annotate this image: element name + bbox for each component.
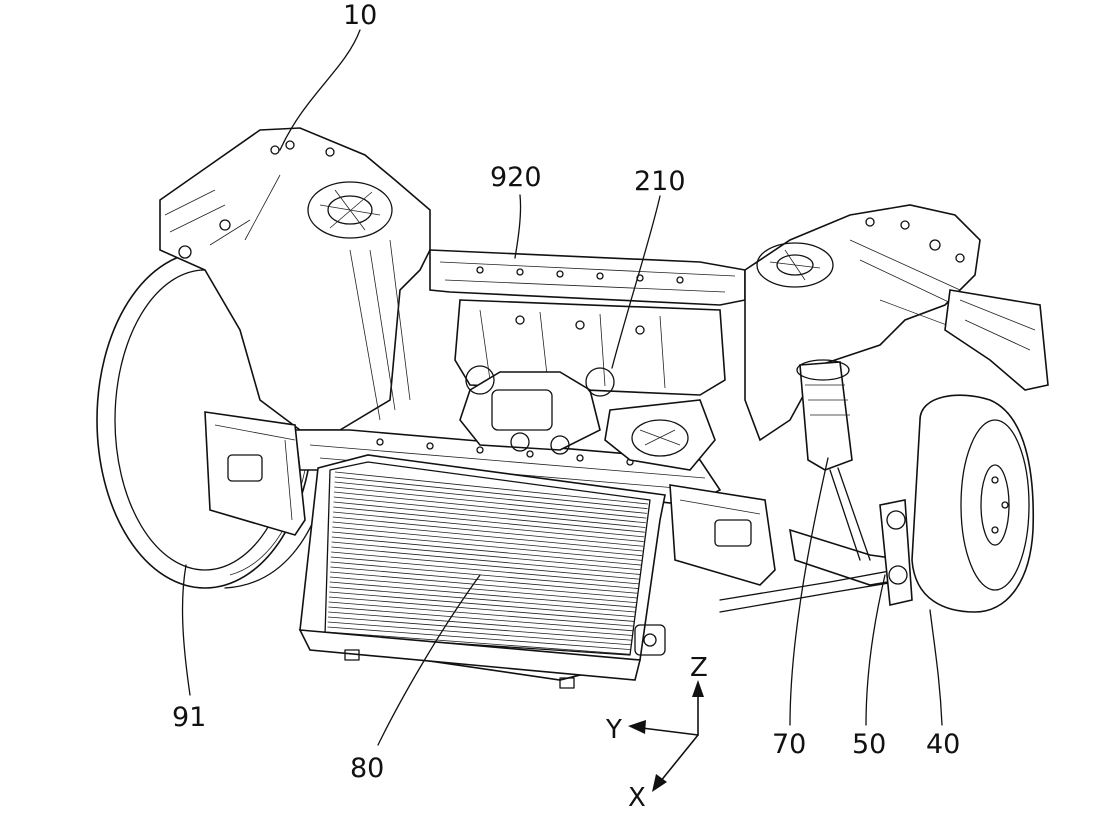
label-10: 10 <box>343 0 377 31</box>
leader-91 <box>181 564 191 696</box>
label-210: 210 <box>634 166 686 197</box>
label-70: 70 <box>772 729 806 760</box>
leader-80 <box>377 574 481 746</box>
leader-210 <box>611 195 661 369</box>
label-80: 80 <box>350 753 384 784</box>
coordinate-axes: Z Y X <box>605 653 708 813</box>
label-91: 91 <box>172 702 206 733</box>
drive-unit <box>459 365 716 471</box>
leader-70 <box>789 457 829 726</box>
leader-40 <box>929 609 943 726</box>
label-50: 50 <box>852 729 886 760</box>
radiator <box>298 454 666 689</box>
leader-10 <box>279 29 361 151</box>
leader-lines <box>181 29 943 746</box>
leader-920 <box>514 194 522 259</box>
lower-arm <box>719 467 913 613</box>
axis-y-label: Y <box>605 715 622 745</box>
strut <box>796 359 853 471</box>
axis-x-label: X <box>628 783 646 813</box>
right-wheel <box>911 394 1035 613</box>
axis-z-label: Z <box>690 653 708 683</box>
leader-50 <box>865 574 886 726</box>
label-40: 40 <box>926 729 960 760</box>
label-920: 920 <box>490 162 542 193</box>
